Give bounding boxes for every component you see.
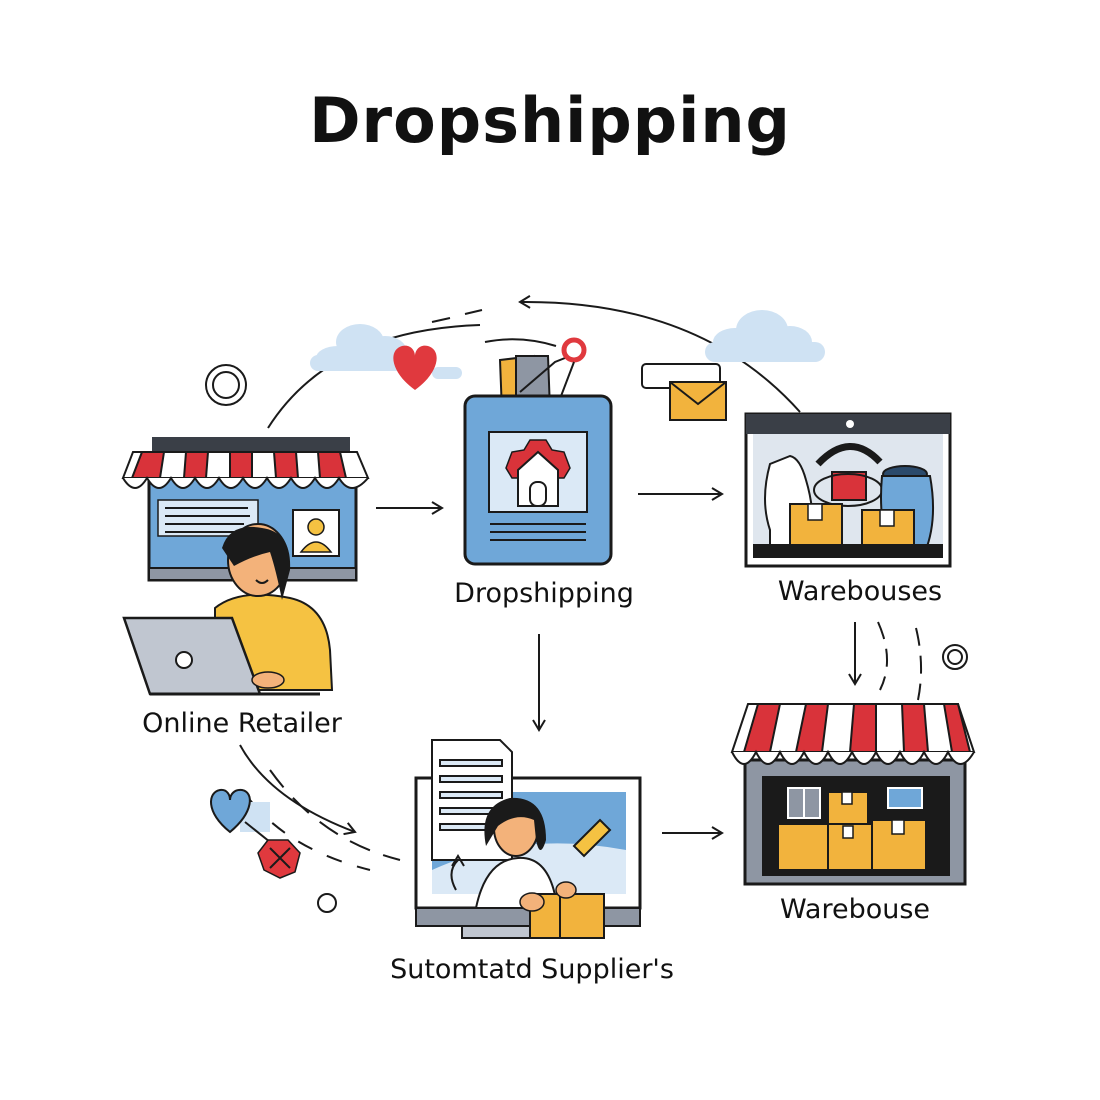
ring-icon [942, 644, 968, 670]
node-label-warehouses: Warebouses [777, 576, 943, 607]
dropshipping-tablet-icon [463, 337, 613, 566]
node-label-retailer: Online Retailer [142, 708, 342, 739]
supplier-monitor-icon [414, 739, 642, 939]
cloud-icon [705, 310, 825, 362]
warehouse-storefront-icon [730, 703, 976, 886]
heart-outline-icon [210, 788, 276, 847]
node-label-suppliers: Sutomtatd Supplier's [390, 954, 674, 985]
lower-left-arc [239, 744, 357, 836]
dot-icon [317, 893, 337, 913]
ring-icon [205, 364, 247, 406]
warehouses-window-icon [744, 412, 952, 568]
page-title: Dropshipping [309, 84, 791, 157]
heart-icon [393, 345, 437, 390]
envelope-icon [641, 363, 727, 421]
top-arc [518, 295, 801, 413]
node-label-hub: Dropshipping [454, 578, 634, 609]
flow-arrows [376, 487, 862, 840]
cloud-icon [310, 324, 462, 379]
retailer-person-icon [122, 523, 334, 696]
blocked-icon [257, 839, 301, 879]
node-label-warehouse: Warebouse [779, 894, 931, 925]
